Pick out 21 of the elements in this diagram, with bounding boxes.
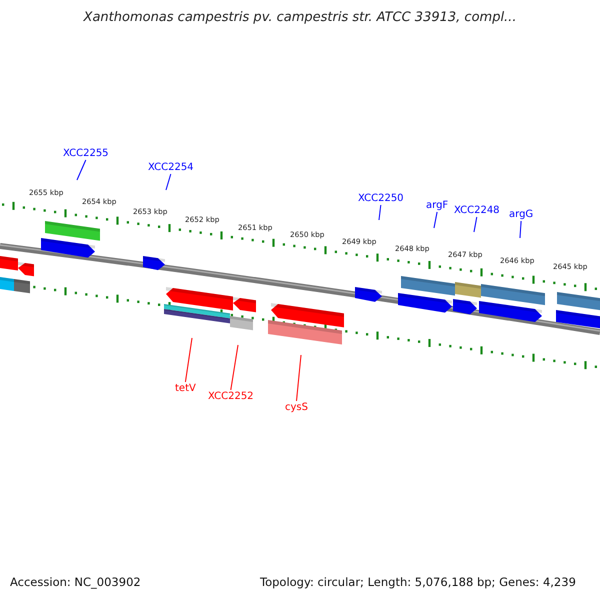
leader-line (76, 160, 86, 180)
leader-line (166, 174, 172, 190)
gene-label: tetV (175, 383, 196, 394)
gene-label: XCC2254 (148, 162, 194, 173)
gene-label: XCC2255 (63, 148, 109, 159)
gene-label: XCC2250 (358, 193, 404, 204)
footer-text: Accession: NC_003902 (10, 575, 141, 589)
leader-line (184, 338, 192, 382)
leader-line (296, 354, 302, 402)
leader-line (230, 344, 238, 390)
leader-line (520, 220, 522, 238)
leader-line (474, 216, 478, 232)
gene-label: argF (426, 200, 448, 211)
leader-line (378, 204, 382, 220)
gene-label: XCC2252 (208, 391, 254, 402)
diagram-title: Xanthomonas campestris pv. campestris str. ATCC 33913, compl... (82, 10, 518, 25)
leader-line (434, 212, 438, 228)
gene-label: XCC2248 (454, 205, 500, 216)
gene-label: argG (509, 209, 534, 220)
footer-text: Topology: circular; Length: 5,076,188 bp; Genes: 4,239 (260, 575, 576, 589)
gene-label: cysS (285, 402, 308, 413)
